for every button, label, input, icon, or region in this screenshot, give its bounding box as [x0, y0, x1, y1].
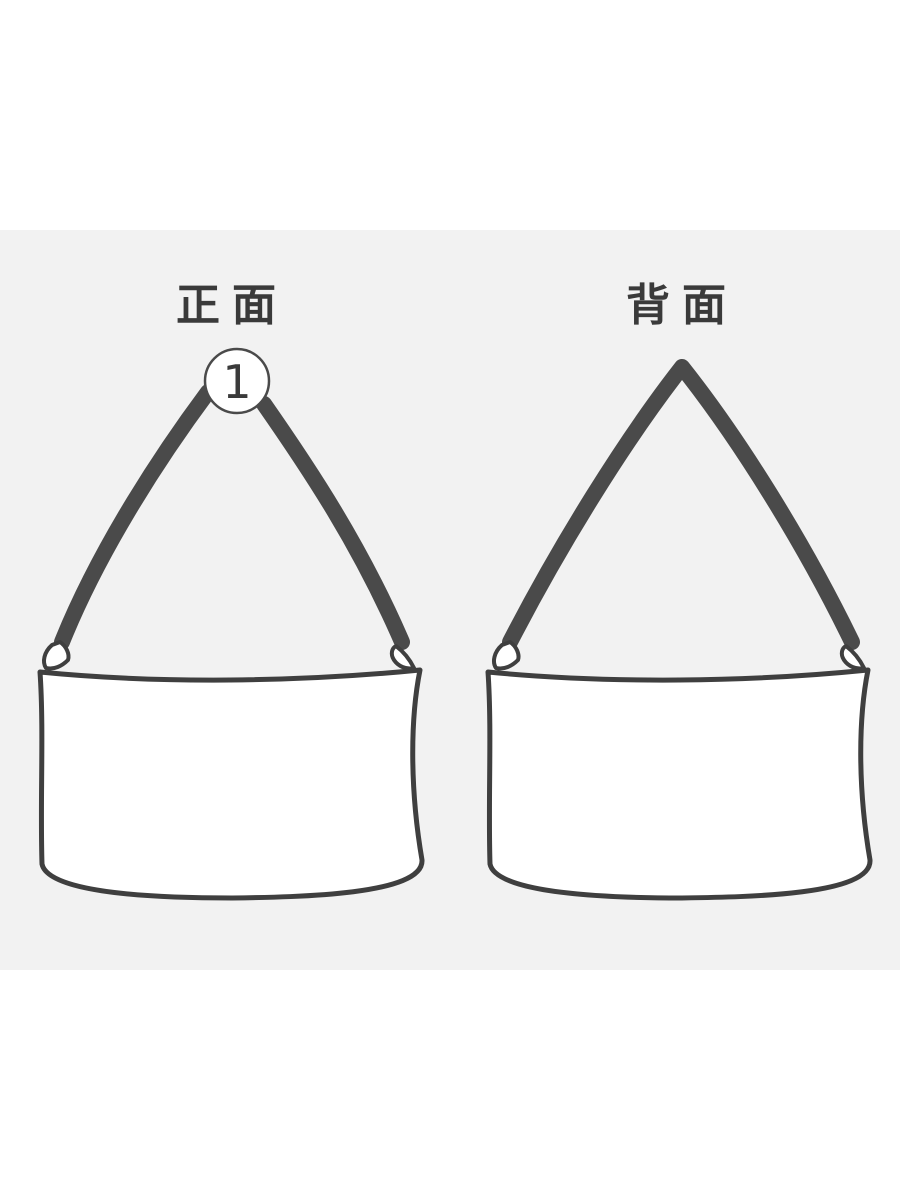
back-strap-rings [492, 640, 866, 671]
front-ring-left [42, 640, 71, 671]
back-ring-left [492, 640, 521, 671]
front-bag-body [37, 667, 425, 901]
back-view-title: 背面 [626, 280, 738, 331]
front-view: 1 [37, 347, 425, 901]
front-strap [54, 384, 410, 650]
front-ring-right [389, 644, 416, 671]
callout-circle [203, 347, 271, 415]
front-strap-rings [42, 640, 416, 671]
callout-number: 1 [222, 355, 251, 409]
back-strap [502, 359, 860, 650]
back-bag-body [485, 667, 873, 901]
front-strap-right [256, 396, 410, 650]
front-strap-left [54, 384, 216, 650]
front-view-title: 正面 [176, 280, 288, 331]
back-ring-right [839, 644, 866, 671]
back-view [485, 359, 873, 901]
callout-marker: 1 [203, 347, 271, 415]
